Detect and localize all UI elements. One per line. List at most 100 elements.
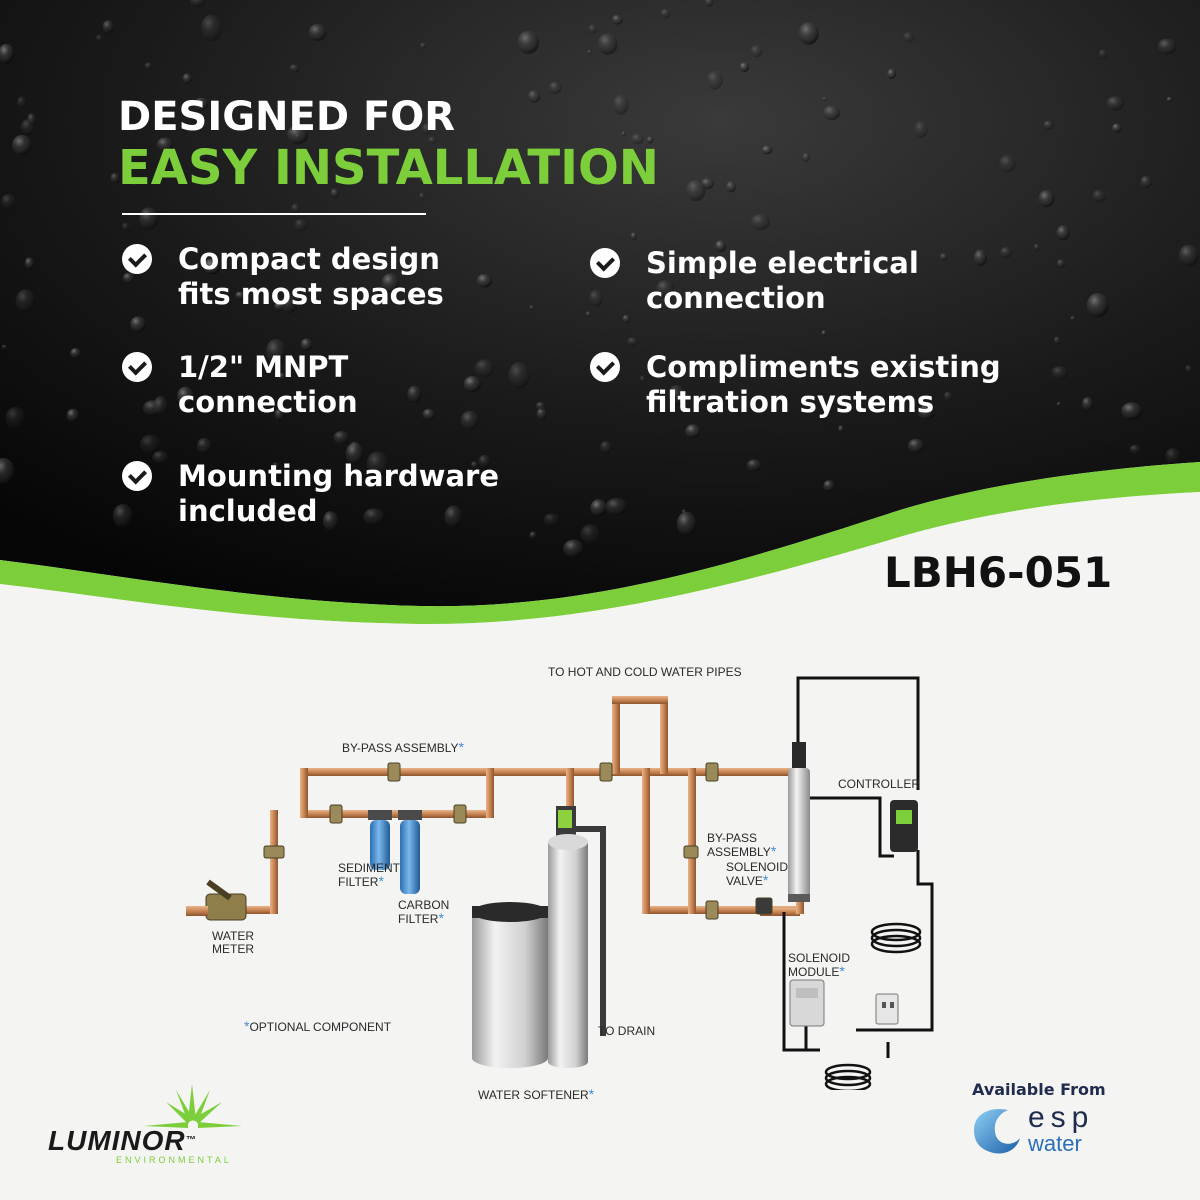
water-droplet [95, 34, 104, 42]
water-droplet [750, 213, 770, 231]
water-droplet [1053, 336, 1061, 345]
headline: DESIGNED FOR EASY INSTALLATION [118, 94, 659, 196]
water-droplet [1056, 259, 1066, 269]
water-droplet [130, 316, 146, 333]
water-droplet [1185, 365, 1192, 373]
water-droplet [381, 273, 400, 293]
water-droplet [308, 23, 327, 41]
water-droplet [739, 62, 750, 72]
water-droplet [597, 33, 618, 55]
water-droplet [1092, 189, 1106, 203]
water-droplet [476, 274, 493, 288]
water-droplet [587, 50, 592, 55]
label-solenoid-module: SOLENOID MODULE* [788, 951, 851, 979]
model-number: LBH6-051 [884, 548, 1113, 597]
feature-item: Mounting hardware included [122, 459, 538, 529]
water-droplet [715, 240, 726, 252]
water-droplet [918, 405, 935, 420]
water-droplet [686, 179, 706, 201]
water-droplet [1000, 246, 1013, 258]
uv-system [788, 742, 810, 902]
water-droplet [639, 375, 646, 383]
water-droplet [1166, 97, 1173, 102]
water-droplet [189, 0, 206, 7]
feature-text: Compliments existing filtration systems [646, 350, 1001, 419]
water-droplet [1157, 38, 1177, 55]
water-droplet [278, 372, 286, 380]
water-droplet [156, 137, 174, 152]
water-droplet [122, 272, 135, 284]
water-droplet [583, 153, 588, 160]
water-droplet [887, 68, 896, 80]
water-droplet [588, 24, 598, 34]
water-droplet [1178, 244, 1199, 267]
water-droplet [705, 0, 714, 7]
water-droplet [407, 385, 422, 403]
label-water-meter: WATER METER [212, 929, 254, 956]
water-droplet [943, 391, 953, 402]
water-droplet [66, 408, 79, 422]
water-droplet [478, 454, 491, 468]
water-droplet [330, 188, 339, 198]
label-sediment-filter: SEDIMENT FILTER* [338, 861, 401, 889]
water-droplet [422, 408, 435, 421]
water-droplet [902, 32, 915, 43]
wall-outlet [875, 993, 899, 1025]
water-droplet [646, 136, 654, 144]
water-droplet [152, 450, 169, 464]
water-droplet [760, 362, 769, 372]
water-droplet [543, 513, 560, 527]
water-droplet [761, 145, 773, 155]
water-droplet [631, 133, 644, 145]
checkmark-icon [122, 244, 152, 274]
water-droplet [823, 480, 835, 492]
carbon-filter [398, 810, 422, 894]
checkmark-icon [122, 461, 152, 491]
water-droplet [301, 262, 308, 269]
water-droplet [590, 499, 607, 516]
esp-wordmark: esp [1028, 1101, 1095, 1134]
water-droplet [726, 181, 736, 193]
esp-subtitle: water [1028, 1131, 1082, 1156]
water-droplet [17, 96, 27, 109]
water-droplet [621, 131, 626, 137]
water-droplet [460, 410, 479, 430]
water-droplet [419, 42, 427, 49]
water-droplet [535, 401, 546, 410]
water-droplet [802, 152, 810, 162]
water-droplet [822, 96, 828, 102]
water-droplet [605, 498, 627, 516]
sediment-filter [368, 810, 392, 870]
water-droplet [0, 457, 15, 485]
water-droplet [422, 123, 432, 135]
label-bypass-right: BY-PASS ASSEMBLY* [707, 831, 777, 859]
water-droplet [1051, 366, 1068, 380]
water-droplet [153, 396, 169, 415]
water-droplet [529, 531, 537, 539]
water-droplet [660, 8, 671, 19]
water-droplet [15, 289, 35, 313]
water-droplet [444, 505, 463, 528]
water-droplet [419, 175, 427, 184]
water-droplet [140, 434, 161, 454]
water-droplet [1165, 448, 1181, 465]
water-droplet [121, 222, 130, 231]
water-droplet [580, 524, 601, 545]
water-droplet [706, 70, 723, 90]
water-droplet [999, 154, 1016, 173]
feature-text: Mounting hardware included [178, 459, 499, 528]
headline-divider [122, 213, 426, 215]
headline-line2: EASY INSTALLATION [118, 140, 659, 196]
water-droplet [1, 344, 8, 350]
checkmark-icon [590, 248, 620, 278]
label-optional-component: *OPTIONAL COMPONENT [244, 1018, 392, 1034]
feature-item: Compliments existing filtration systems [590, 350, 1006, 420]
water-droplet [428, 136, 437, 144]
water-droplet [536, 407, 547, 421]
water-droplet [630, 232, 637, 241]
water-droplet [139, 207, 159, 230]
water-droplet [508, 362, 530, 389]
feature-item: Compact design fits most spaces [122, 242, 538, 312]
water-droplet [294, 218, 308, 232]
water-droplet [194, 97, 208, 111]
